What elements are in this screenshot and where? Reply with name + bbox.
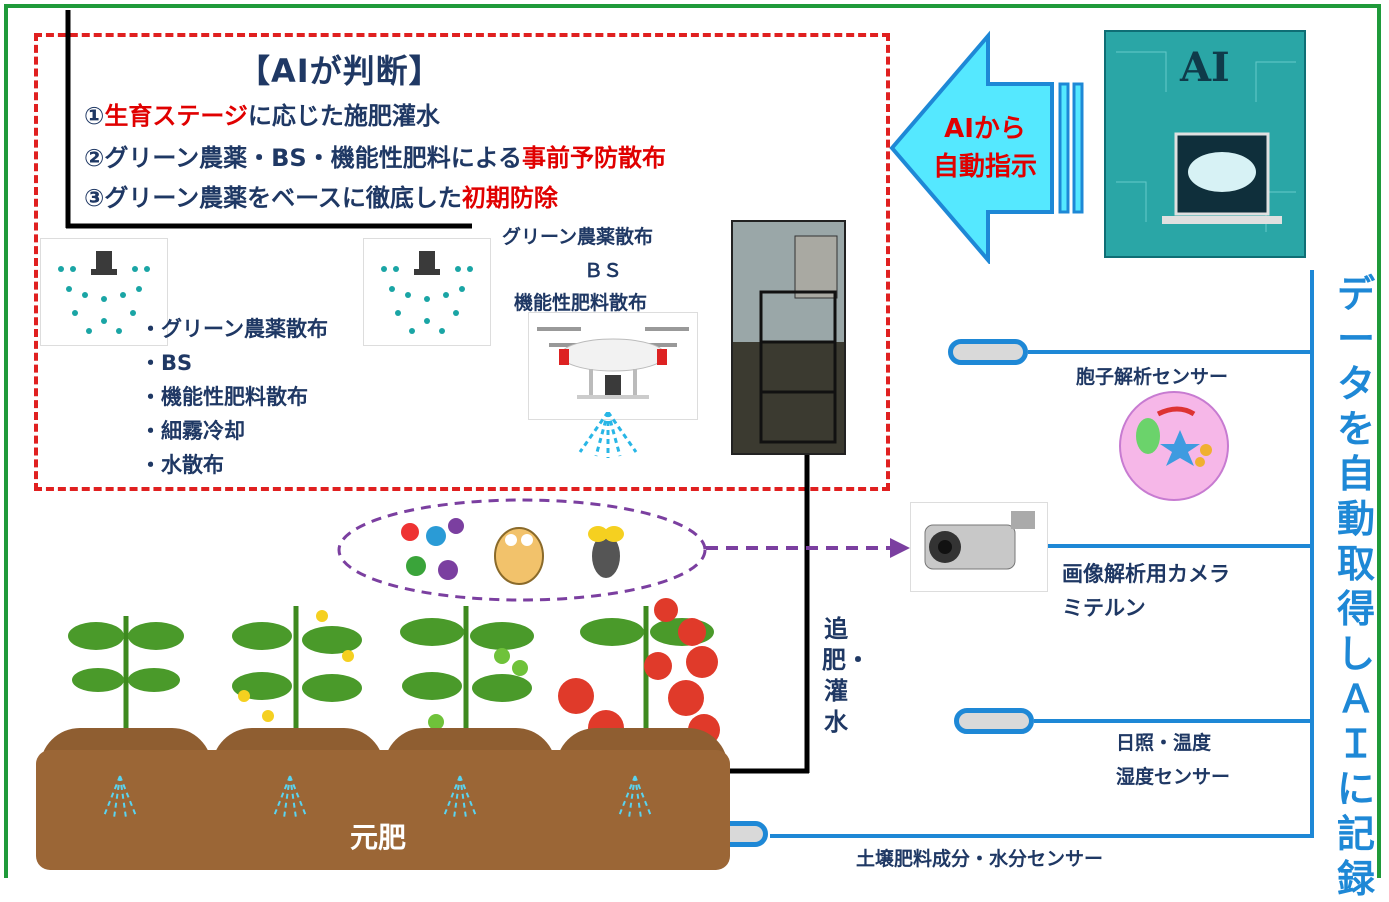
spore-sensor-label: 胞子解析センサー bbox=[1076, 366, 1229, 388]
pest-icon bbox=[484, 510, 554, 592]
spray-method-item: ・BS bbox=[140, 351, 193, 375]
ai-decision-title: 【AIが判断】 bbox=[238, 52, 442, 90]
camera-name-label: ミテルン bbox=[1062, 596, 1146, 620]
climate-sensor-label-2: 湿度センサー bbox=[1116, 766, 1231, 788]
decision-line-1: ①生育ステージに応じた施肥灌水 bbox=[84, 102, 440, 130]
sprinkler-icon bbox=[40, 238, 168, 346]
ai-laptop-image bbox=[1104, 30, 1306, 258]
sprinkler-icon bbox=[363, 238, 491, 346]
pathogen-icon bbox=[390, 512, 474, 588]
topdressing-irrigation-label: 追肥・灌水 bbox=[822, 615, 870, 736]
camera-image bbox=[910, 502, 1048, 592]
greenhouse-controller-photo bbox=[731, 220, 846, 455]
ai-instruction-label: AIから 自動指示 bbox=[932, 114, 1037, 182]
base-fertilizer-label: 元肥 bbox=[350, 821, 407, 854]
soil-sensor-label: 土壌肥料成分・水分センサー bbox=[856, 848, 1104, 870]
fly-icon bbox=[576, 512, 636, 586]
drone-label-2: ＢＳ bbox=[584, 260, 623, 282]
ai-screen-text: AI bbox=[1180, 44, 1230, 91]
soil-bed bbox=[36, 750, 730, 870]
spray-method-item: ・水散布 bbox=[140, 453, 224, 477]
drone-icon bbox=[528, 312, 698, 420]
spray-method-item: ・細霧冷却 bbox=[140, 419, 245, 443]
decision-line-2: ②グリーン農薬・BS・機能性肥料による事前予防散布 bbox=[84, 144, 666, 172]
drone-label-1: グリーン農薬散布 bbox=[502, 226, 654, 248]
climate-sensor-icon bbox=[954, 708, 1034, 734]
spray-mist-icon bbox=[578, 412, 638, 458]
spray-method-item: ・グリーン農薬散布 bbox=[140, 317, 328, 341]
spray-method-item: ・機能性肥料散布 bbox=[140, 385, 308, 409]
spore-sensor-icon bbox=[948, 339, 1028, 365]
ai-decision-box bbox=[34, 33, 890, 491]
camera-label: 画像解析用カメラ bbox=[1062, 562, 1230, 586]
spray-method-list: ・グリーン農薬散布 ・BS ・機能性肥料散布 ・細霧冷却 ・水散布 bbox=[140, 312, 328, 482]
ai-instruction-arrow bbox=[889, 30, 1084, 264]
outer-frame bbox=[4, 4, 1381, 878]
microbe-image bbox=[1118, 390, 1230, 502]
drone-label-3: 機能性肥料散布 bbox=[514, 292, 648, 314]
climate-sensor-label-1: 日照・温度 bbox=[1116, 732, 1212, 754]
decision-line-3: ③グリーン農薬をベースに徹底した初期防除 bbox=[84, 184, 558, 212]
data-acquisition-label: データを自動取得しＡＩに記録 bbox=[1336, 272, 1375, 901]
root-irrigation-mist bbox=[103, 775, 652, 819]
